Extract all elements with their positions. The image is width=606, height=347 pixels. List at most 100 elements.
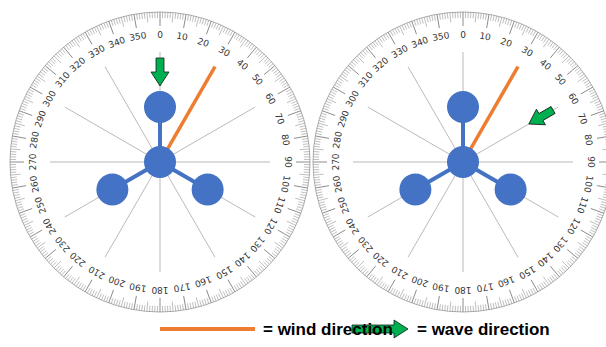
dial-ring	[10, 12, 310, 312]
degree-label: 280	[29, 131, 41, 149]
legend-label: = wave direction	[417, 321, 550, 338]
degree-label: 70	[273, 112, 285, 126]
spoke-line	[160, 162, 270, 163]
wind-sample	[160, 327, 255, 331]
dial-ring	[313, 12, 606, 312]
degree-label: 290	[336, 109, 350, 128]
degree-label: 10	[176, 31, 189, 42]
degree-label: 210	[87, 264, 106, 280]
degree-label: 0	[157, 31, 163, 40]
center-column	[447, 146, 479, 178]
degree-label: 300	[345, 89, 361, 108]
pontoon-column	[144, 91, 176, 123]
degree-label: 220	[372, 250, 391, 268]
degree-label: 140	[232, 250, 251, 268]
degree-label: 330	[390, 44, 409, 60]
degree-label: 270	[29, 153, 38, 170]
spoke-line	[353, 162, 463, 163]
degree-label: 320	[69, 56, 88, 74]
wave-arrow	[524, 102, 557, 132]
degree-label: 320	[372, 56, 391, 74]
degree-label: 200	[107, 274, 126, 288]
degree-label: 130	[248, 234, 266, 253]
legend-label: = wind direction	[263, 321, 393, 338]
degree-label: 30	[216, 45, 230, 59]
spoke-line	[368, 107, 463, 162]
degree-label: 160	[194, 274, 213, 288]
degree-label: 170	[173, 281, 191, 293]
pontoon-column	[495, 174, 527, 206]
degree-label: 350	[129, 31, 147, 43]
degree-label: 140	[535, 250, 554, 268]
degree-label: 230	[357, 234, 375, 253]
degree-label: 20	[197, 36, 211, 48]
degree-label: 110	[575, 196, 589, 215]
degree-label: 310	[357, 71, 375, 90]
degree-label: 230	[54, 234, 72, 253]
degree-label: 180	[151, 285, 168, 294]
degree-label: 130	[551, 234, 569, 253]
degree-label: 170	[476, 281, 494, 293]
spoke-line	[65, 162, 160, 217]
degree-label: 150	[517, 264, 536, 280]
spoke-line	[463, 162, 558, 217]
degree-label: 90	[586, 156, 595, 167]
pontoon-column	[447, 91, 479, 123]
degree-label: 80	[280, 134, 291, 147]
degree-label: 220	[69, 250, 88, 268]
degree-label: 330	[87, 44, 106, 60]
pontoon-column	[399, 174, 431, 206]
degree-label: 30	[519, 45, 533, 59]
degree-label: 40	[234, 58, 249, 72]
degree-label: 300	[42, 89, 58, 108]
spoke-line	[50, 162, 160, 163]
spoke-line	[160, 162, 161, 272]
pontoon-column	[192, 174, 224, 206]
degree-label: 40	[537, 58, 552, 72]
legend-samples	[160, 320, 408, 338]
wave-arrow	[151, 58, 169, 86]
degree-label: 10	[479, 31, 492, 42]
degree-label: 240	[345, 216, 361, 235]
degree-label: 210	[390, 264, 409, 280]
degree-label: 190	[432, 281, 450, 293]
degree-label: 60	[566, 91, 580, 105]
degree-label: 50	[250, 73, 264, 88]
compass-dial	[10, 12, 310, 312]
degree-label: 250	[33, 196, 47, 215]
degree-label: 110	[272, 196, 286, 215]
degree-label: 0	[460, 31, 466, 40]
degree-label: 260	[332, 175, 344, 193]
degree-label: 160	[497, 274, 516, 288]
degree-label: 150	[214, 264, 233, 280]
degree-label: 310	[54, 71, 72, 90]
spoke-line	[368, 162, 463, 217]
spoke-line	[463, 162, 573, 163]
degree-label: 120	[565, 216, 581, 235]
degree-label: 70	[576, 112, 588, 126]
degree-label: 190	[129, 281, 147, 293]
degree-ticks	[313, 12, 606, 312]
degree-label: 100	[279, 175, 291, 193]
degree-label: 200	[410, 274, 429, 288]
degree-label: 350	[432, 31, 450, 43]
degree-label: 50	[553, 73, 567, 88]
compass-dial	[313, 12, 606, 312]
degree-label: 340	[107, 35, 126, 49]
degree-label: 80	[583, 134, 594, 147]
degree-ticks	[10, 12, 310, 312]
degree-label: 250	[336, 196, 350, 215]
degree-label: 100	[582, 175, 594, 193]
degree-label: 120	[262, 216, 278, 235]
degree-label: 20	[500, 36, 514, 48]
degree-label: 340	[410, 35, 429, 49]
degree-label: 180	[454, 285, 471, 294]
spoke-line	[463, 162, 464, 272]
degree-label: 270	[332, 153, 341, 170]
degree-label: 240	[42, 216, 58, 235]
spoke-line	[160, 162, 255, 217]
pontoon-column	[96, 174, 128, 206]
degree-label: 290	[33, 109, 47, 128]
degree-label: 260	[29, 175, 41, 193]
degree-label: 90	[283, 156, 292, 167]
